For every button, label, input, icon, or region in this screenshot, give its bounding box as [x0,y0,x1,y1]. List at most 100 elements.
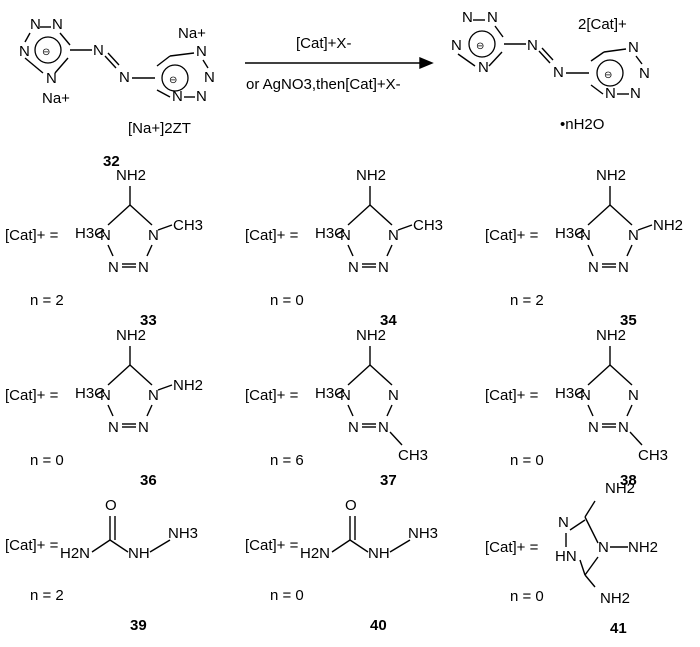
aromatic-circle [34,36,62,64]
ring-n: N [630,85,641,102]
hydrazide-nh: NH [368,545,390,562]
tetrazolate-ring-right: ⊖ N N N N [590,39,650,102]
ring-n: N [138,259,149,276]
substituent-right: NH2 [173,377,203,394]
ring-n: N [340,387,351,404]
tetrazolate-ring-left: ⊖ N N N N [451,9,504,76]
ring-n: N [588,419,599,436]
n-value: n = 0 [30,452,64,469]
ring-n: N [618,259,629,276]
product-salt: ⊖ N N N N N N ⊖ N N N N 2[Cat [451,9,650,133]
ring-n: N [487,9,498,26]
ring-n: N [138,419,149,436]
n-value: n = 2 [510,292,544,309]
amino-label: NH2 [596,167,626,184]
bond [95,229,105,236]
starting-label: [Na+]2ZT [128,120,191,137]
amino-label: NH2 [596,327,626,344]
ring-n: N [148,227,159,244]
bond [335,229,345,236]
bond [335,389,345,396]
bond [24,32,31,43]
bond [637,224,653,231]
amino-label: NH2 [116,167,146,184]
aromatic-circle [161,64,189,92]
substituent-right: CH3 [413,217,443,234]
n-value: n = 0 [510,588,544,605]
bond [389,539,411,553]
bond [584,574,596,588]
bond [609,364,633,386]
ring-n: N [628,39,639,56]
substituent-right: NH2 [653,217,683,234]
ring-n: N [172,88,183,105]
ring-charge: ⊖ [42,47,50,58]
n-value: n = 6 [270,452,304,469]
ring-n: N [196,88,207,105]
cat-prefix: [Cat]+ = [485,227,539,244]
bond [488,51,503,67]
compound-number: 34 [380,312,397,329]
ring-n: N [639,65,650,82]
bond [129,204,153,226]
ring-charge: ⊖ [476,41,484,52]
azo-n: N [527,37,538,54]
ammonium: NH3 [168,525,198,542]
ring-n: N [628,387,639,404]
ring-n: N [340,227,351,244]
substituent-left: H3C [555,385,585,402]
ring-n: N [451,37,462,54]
ring-hn: HN [555,548,577,565]
bond [590,84,604,95]
arrow-head [419,56,434,70]
bond [603,48,627,53]
bond [584,556,599,576]
compound-number: 32 [103,153,120,170]
substituent-left: H3C [75,385,105,402]
bond [24,57,44,74]
bond [635,55,643,65]
sodium-label: Na+ [42,90,70,107]
reagent-bottom: or AgNO3,then[Cat]+X- [246,76,401,93]
product-counterion: 2[Cat]+ [578,16,627,33]
bond [156,89,171,98]
bond [95,389,105,396]
compound-number: 41 [610,620,627,637]
amino-label: NH2 [116,327,146,344]
ring-n: N [618,419,629,436]
ring-n: N [100,387,111,404]
compound-number: 37 [380,472,397,489]
amino-bottom: NH2 [600,590,630,607]
ring-n: N [462,9,473,26]
bond [109,539,129,553]
substituent-left: H3C [555,225,585,242]
bond [157,224,173,231]
azo-double-bond [107,52,120,66]
bond [91,539,111,553]
amine-left: H2N [300,545,330,562]
bond [584,516,599,544]
bond [146,404,153,417]
carbonyl-o: O [345,497,357,514]
bond [397,224,413,231]
azo-double-bond [538,50,551,64]
ring-n: N [378,419,389,436]
cat-prefix: [Cat]+ = [485,539,539,556]
bond [146,244,153,257]
bond [569,519,586,531]
bond [129,364,153,386]
bond [587,404,594,417]
ring-n: N [558,514,569,531]
substituent-left: H3C [75,225,105,242]
bond [157,384,173,391]
ring-n: N [348,259,359,276]
bond [579,559,586,576]
amino-right: NH2 [628,539,658,556]
hydrazide-nh: NH [128,545,150,562]
